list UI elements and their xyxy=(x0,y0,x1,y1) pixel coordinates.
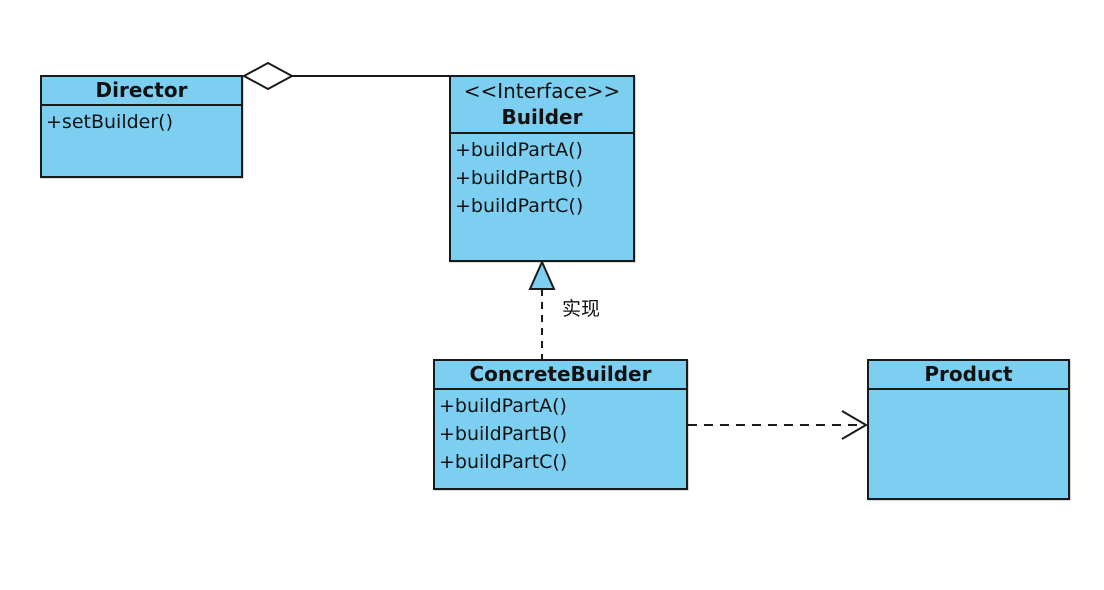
director-header: Director xyxy=(42,77,241,106)
operation: +buildPartA() xyxy=(455,139,583,161)
builder-class-name: Builder xyxy=(501,105,583,129)
aggregation-diamond xyxy=(241,61,295,91)
dependency-connector xyxy=(688,410,868,440)
concrete-builder-operations: +buildPartA() +buildPartB() +buildPartC(… xyxy=(435,390,686,478)
product-class-name: Product xyxy=(924,362,1013,386)
aggregation-connector xyxy=(241,61,449,91)
concrete-builder-header: ConcreteBuilder xyxy=(435,361,686,390)
director-class-name: Director xyxy=(95,78,188,102)
operation: +setBuilder() xyxy=(46,111,173,133)
concrete-builder-class[interactable]: ConcreteBuilder +buildPartA() +buildPart… xyxy=(433,359,688,490)
builder-interface[interactable]: <<Interface>> Builder +buildPartA() +bui… xyxy=(449,75,635,262)
operation: +buildPartC() xyxy=(439,451,568,473)
director-operations: +setBuilder() xyxy=(42,106,241,138)
operation: +buildPartB() xyxy=(455,167,584,189)
product-operations xyxy=(869,390,1068,394)
operation: +buildPartB() xyxy=(439,423,568,445)
dependency-arrowhead xyxy=(841,410,868,440)
builder-operations: +buildPartA() +buildPartB() +buildPartC(… xyxy=(451,134,633,222)
builder-stereotype: <<Interface>> xyxy=(463,79,621,103)
realization-connector xyxy=(528,259,556,359)
director-class[interactable]: Director +setBuilder() xyxy=(40,75,243,178)
operation: +buildPartC() xyxy=(455,195,584,217)
realization-arrowhead xyxy=(528,259,556,290)
operation: +buildPartA() xyxy=(439,395,567,417)
realization-label: 实现 xyxy=(562,298,601,320)
product-class[interactable]: Product xyxy=(867,359,1070,500)
concrete-builder-class-name: ConcreteBuilder xyxy=(469,362,652,386)
builder-header: <<Interface>> Builder xyxy=(451,77,633,134)
product-header: Product xyxy=(869,361,1068,390)
